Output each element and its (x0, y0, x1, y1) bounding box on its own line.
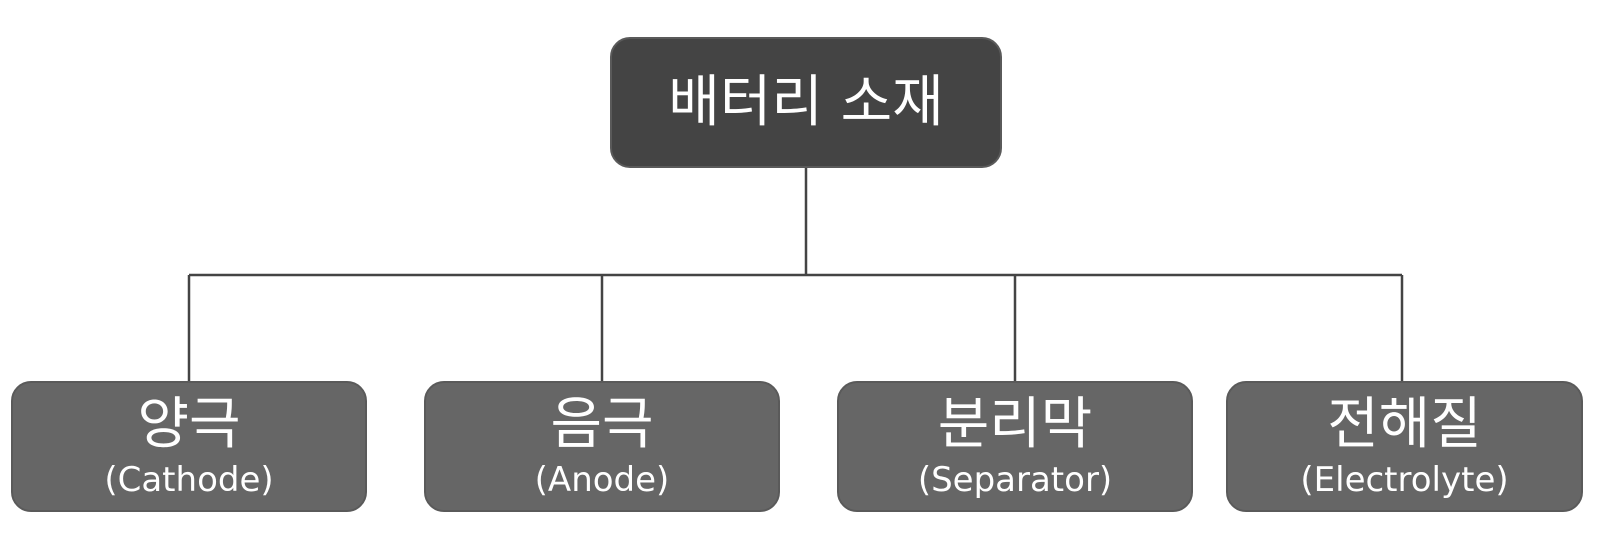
child-node-cathode: 양극 (Cathode) (11, 381, 367, 512)
cathode-sublabel: (Cathode) (104, 459, 274, 500)
anode-sublabel: (Anode) (534, 459, 670, 500)
separator-sublabel: (Separator) (917, 459, 1113, 500)
electrolyte-label: 전해질 (1327, 391, 1482, 457)
electrolyte-sublabel: (Electrolyte) (1300, 459, 1509, 500)
child-node-separator: 분리막 (Separator) (837, 381, 1193, 512)
separator-label: 분리막 (937, 391, 1093, 457)
child-node-anode: 음극 (Anode) (424, 381, 780, 512)
root-label: 배터리 소재 (668, 69, 944, 135)
root-node-battery-materials: 배터리 소재 (610, 37, 1002, 168)
anode-label: 음극 (550, 391, 654, 457)
cathode-label: 양극 (137, 391, 241, 457)
child-node-electrolyte: 전해질 (Electrolyte) (1226, 381, 1583, 512)
